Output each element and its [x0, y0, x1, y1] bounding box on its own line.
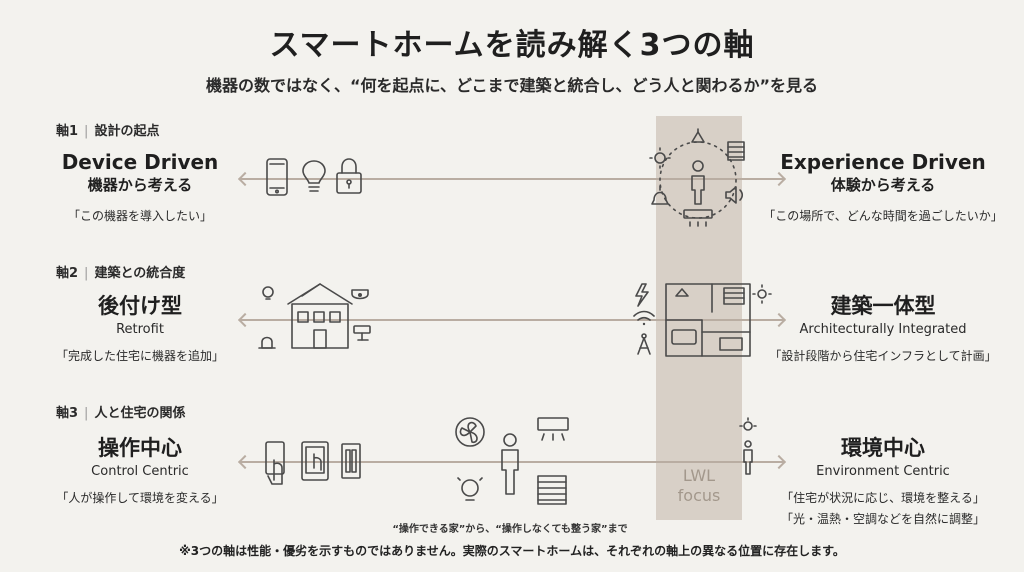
axis1-right-block: Experience Driven 体験から考える 「この場所で、どんな時間を過… [750, 150, 1016, 224]
axis3-left-title: 操作中心 [98, 436, 182, 460]
axis2-title: 建築との統合度 [94, 266, 186, 281]
axis3-right-subtitle: Environment Centric [816, 464, 950, 479]
axis1-left-block: Device Driven 機器から考える 「この機器を導入したい」 [40, 150, 240, 224]
axis3-title: 人と住宅の関係 [94, 406, 186, 421]
axis3-arrow-left [237, 454, 253, 470]
axis3-right-title: 環境中心 [841, 436, 925, 460]
axis2-left-subtitle: Retrofit [116, 322, 164, 337]
lwl-focus-band [656, 116, 742, 520]
axis3-right-quote-2: 「光・温熱・空調などを自然に調整」 [780, 512, 985, 526]
retrofit-house-icon [258, 283, 371, 349]
axis1-right-subtitle: 体験から考える [830, 176, 936, 194]
smartphone-icon [266, 158, 288, 196]
experience-cluster-icon [649, 128, 745, 227]
footnote: ※3つの軸は性能・優劣を示すものではありません。実際のスマートホームは、それぞれ… [179, 544, 845, 558]
control-devices-icon [265, 441, 361, 485]
focus-label-line1: LWL [682, 466, 716, 485]
axis2-heading: 軸2|建築との統合度 [56, 266, 186, 281]
axis2-right-subtitle: Architecturally Integrated [799, 322, 967, 337]
axis1-number: 軸1 [56, 124, 79, 139]
axis3-left-subtitle: Control Centric [91, 464, 189, 479]
axis3-left-quote: 「人が操作して環境を変える」 [56, 491, 224, 505]
axis1-right-title: Experience Driven [780, 150, 986, 174]
axis1-left-title: Device Driven [61, 150, 219, 174]
axis2-number: 軸2 [56, 266, 79, 281]
lwl-focus-label: LWL focus [656, 466, 742, 506]
axis2-left-block: 後付け型 Retrofit 「完成した住宅に機器を追加」 [40, 290, 240, 364]
page-title: スマートホームを読み解く3つの軸 [269, 28, 755, 63]
axis2-right-quote: 「設計段階から住宅インフラとして計画」 [769, 349, 997, 363]
axis1-right-quote: 「この場所で、どんな時間を過ごしたいか」 [763, 209, 1003, 223]
axis2-left-title: 後付け型 [98, 294, 182, 318]
axis1-line [240, 178, 784, 180]
axis3-right-block: 環境中心 Environment Centric 「住宅が状況に応じ、環境を整え… [750, 432, 1016, 527]
axis1-heading: 軸1|設計の起点 [56, 124, 160, 139]
axis2-arrow-left [237, 312, 253, 328]
sun-icon [752, 284, 772, 304]
axis2-left-quote: 「完成した住宅に機器を追加」 [55, 349, 224, 363]
page-subtitle: 機器の数ではなく、“何を起点に、どこまで建築と統合し、どう人と関わるか”を見る [205, 76, 819, 95]
axis3-left-block: 操作中心 Control Centric 「人が操作して環境を変える」 [40, 432, 240, 506]
lock-icon [336, 158, 362, 194]
axis1-title: 設計の起点 [94, 124, 160, 139]
axis3-caption: “操作できる家”から、“操作しなくても整う家”まで [392, 524, 628, 535]
axis3-line [240, 461, 784, 463]
calm-person-icon [739, 417, 757, 475]
focus-label-line2: focus [677, 486, 721, 505]
axis3-number: 軸3 [56, 406, 79, 421]
light-bulb-icon [302, 160, 326, 192]
axis3-right-quote-1: 「住宅が状況に応じ、環境を整える」 [781, 491, 985, 505]
axis1-left-quote: 「この機器を導入したい」 [67, 209, 212, 223]
environment-person-icon [455, 417, 569, 505]
axis1-left-subtitle: 機器から考える [87, 176, 193, 194]
integrated-floorplan-icon [633, 283, 751, 357]
axis1-arrow-left [237, 171, 253, 187]
axis3-heading: 軸3|人と住宅の関係 [56, 406, 186, 421]
axis2-line [240, 319, 784, 321]
axis2-right-title: 建築一体型 [830, 294, 936, 318]
axis2-right-block: 建築一体型 Architecturally Integrated 「設計段階から… [750, 290, 1016, 364]
